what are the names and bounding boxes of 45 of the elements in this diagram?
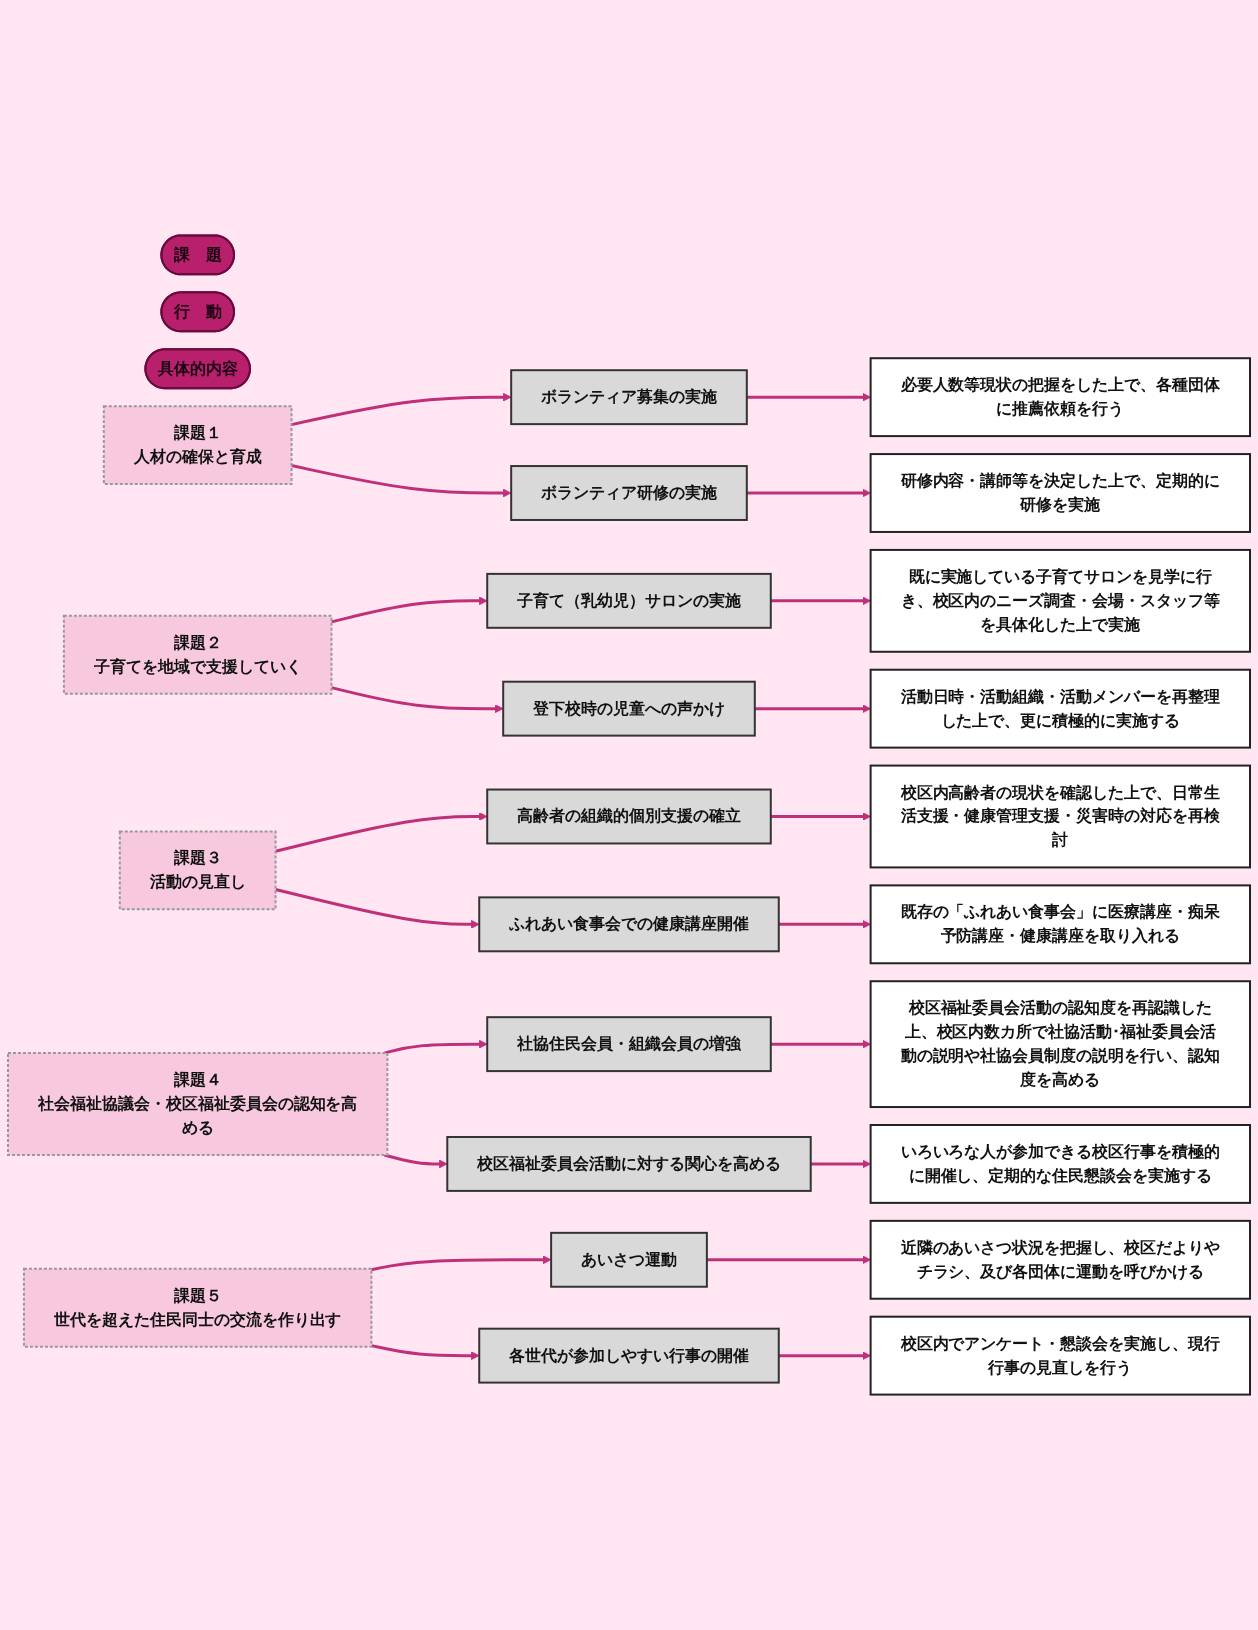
node-box: 子育て（乳幼児）サロンの実施 [486,572,772,629]
arrow [291,392,512,427]
node-box: 課題３ 活動の見直し [118,830,277,911]
node-box: あいさつ運動 [550,1231,708,1288]
arrow [331,686,504,714]
arrow [706,1255,871,1265]
node-box: ボランティア募集の実施 [510,369,748,426]
arrow [384,1039,488,1055]
arrow [770,596,871,606]
node-box: 校区内でアンケート・懇談会を実施し、現行行事の見直しを行う [869,1315,1251,1396]
arrow [384,1153,448,1169]
node-box: 既に実施している子育てサロンを見学に行き、校区内のニーズ調査・会場・スタッフ等を具体化した上で実施 [869,548,1251,653]
arrow [754,704,871,714]
node-box: 課題２ 子育てを地域で支援していく [62,614,333,695]
node-box: 校区内高齢者の現状を確認した上で、日常生活支援・健康管理支援・災害時の対応を再検討 [869,764,1251,869]
arrow [371,1255,552,1272]
node-box: 課題４ 社会福祉協議会・校区福祉委員会の認知を高める [7,1052,389,1156]
node-box: ふれあい食事会での健康講座開催 [478,896,780,953]
node-box: 活動日時・活動組織・活動メンバーを再整理した上で、更に積極的に実施する [869,668,1251,749]
node-box: 近隣のあいさつ状況を把握し、校区だよりやチラシ、及び各団体に運動を呼びかける [869,1219,1251,1300]
node-box: 既存の「ふれあい食事会」に医療講座・痴呆予防講座・健康講座を取り入れる [869,884,1251,965]
arrow [746,488,871,498]
node-box: ボランティア研修の実施 [510,465,748,521]
arrow [770,1039,871,1049]
node-box: 校区福祉委員会活動の認知度を再認識した上、校区内数カ所で社協活動･福祉委員会活動の説明や社協会員制度の説明を行い、認知度を高める [869,980,1251,1109]
arrow [746,392,871,402]
node-box: 高齢者の組織的個別支援の確立 [486,788,772,845]
node-box: 各世代が参加しやすい行事の開催 [478,1327,780,1384]
node-box: 登下校時の児童への声かけ [502,680,756,737]
arrow [770,812,871,821]
node-box: いろいろな人が参加できる校区行事を積極的に開催し、定期的な住民懇談会を実施する [869,1124,1251,1204]
arrow [778,919,871,929]
node-box: 課題１ 人材の確保と育成 [102,405,293,486]
arrow [275,812,488,853]
node-box: 研修内容・講師等を決定した上で、定期的に研修を実施 [869,453,1251,533]
node-box: 社協住民会員・組織会員の増強 [486,1016,772,1073]
node-box: 課題５ 世代を超えた住民同士の交流を作り出す [22,1267,373,1348]
node-box: 校区福祉委員会活動に対する関心を高める [446,1136,812,1192]
node-box: 必要人数等現状の把握をした上で、各種団体に推薦依頼を行う [869,357,1251,438]
arrow [291,464,512,498]
arrow [810,1159,871,1169]
arrow [275,888,480,929]
arrow [331,596,488,624]
arrow [371,1344,480,1361]
arrow [778,1351,871,1361]
